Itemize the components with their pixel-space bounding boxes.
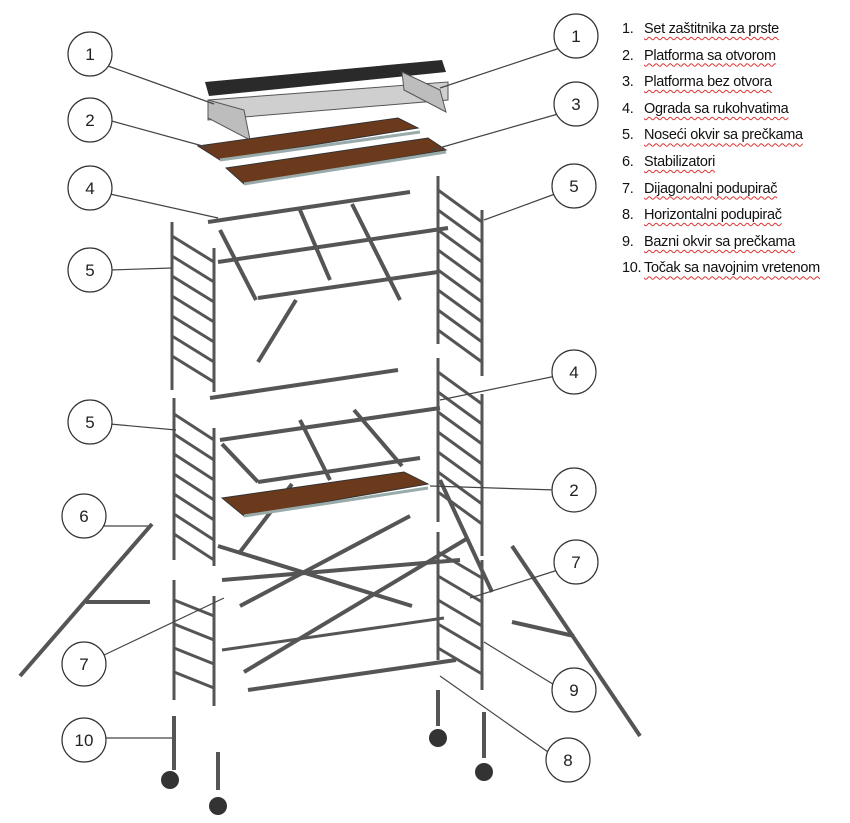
frame-lower-right [436, 358, 484, 556]
mid-platform [220, 471, 430, 518]
legend-number: 6. [622, 153, 634, 170]
legend-text: Točak sa navojnim vretenom [644, 260, 820, 277]
frame-upper-left [170, 222, 216, 392]
callout: 1 [67, 31, 113, 77]
frame-upper-right [436, 176, 484, 376]
legend-text: Ograda sa rukohvatima [644, 100, 789, 117]
guardrail-lower [209, 368, 441, 554]
top-platforms [196, 117, 448, 186]
svg-text:2: 2 [85, 111, 94, 130]
legend-item: 3. Platforma bez otvora [622, 69, 848, 96]
svg-text:3: 3 [571, 95, 580, 114]
callout: 4 [551, 349, 597, 395]
toe-board-set [205, 60, 449, 141]
stabilizer-left [18, 522, 154, 678]
svg-text:4: 4 [85, 179, 94, 198]
legend-item: 2. Platforma sa otvorom [622, 43, 848, 70]
legend-number: 2. [622, 47, 634, 64]
horizontal-brace [247, 658, 457, 692]
callout: 3 [553, 81, 599, 127]
legend-number: 5. [622, 127, 634, 144]
legend-item: 10.Točak sa navojnim vretenom [622, 255, 848, 282]
legend-text: Noseći okvir sa prečkama [644, 127, 803, 144]
legend-number: 10. [622, 260, 642, 277]
leader-lines [101, 47, 561, 753]
base-frame-right [221, 532, 484, 690]
svg-text:5: 5 [85, 261, 94, 280]
callout: 6 [61, 493, 107, 539]
legend-number: 9. [622, 233, 634, 250]
svg-text:6: 6 [79, 507, 88, 526]
svg-text:8: 8 [563, 751, 572, 770]
svg-text:4: 4 [569, 363, 578, 382]
legend-number: 4. [622, 100, 634, 117]
legend-item: 7. Dijagonalni podupirač [622, 176, 848, 203]
legend-number: 7. [622, 180, 634, 197]
svg-text:1: 1 [85, 45, 94, 64]
callout: 2 [67, 97, 113, 143]
callout: 5 [67, 247, 113, 293]
svg-text:7: 7 [79, 655, 88, 674]
legend-item: 4. Ograda sa rukohvatima [622, 96, 848, 123]
svg-text:7: 7 [571, 553, 580, 572]
callout: 2 [551, 467, 597, 513]
svg-text:1: 1 [571, 27, 580, 46]
svg-text:9: 9 [569, 681, 578, 700]
legend-number: 1. [622, 21, 634, 37]
guardrail-upper [207, 190, 449, 364]
base-frame-left [172, 580, 216, 706]
callout: 5 [551, 163, 597, 209]
callouts: 1 1 2 3 4 5 5 4 5 2 6 7 7 9 10 8 [61, 13, 599, 783]
legend-text: Bazni okvir sa prečkama [644, 233, 796, 250]
legend-number: 3. [622, 74, 634, 91]
legend-text: Set zaštitnika za prste [644, 21, 779, 37]
callout: 7 [61, 641, 107, 687]
legend-text: Platforma bez otvora [644, 74, 772, 91]
parts-legend: 1. Set zaštitnika za prste 2. Platforma sa… [622, 16, 848, 282]
svg-text:5: 5 [85, 413, 94, 432]
legend-item: 9. Bazni okvir sa prečkama [622, 229, 848, 256]
svg-text:10: 10 [75, 731, 94, 750]
legend-number: 8. [622, 207, 634, 224]
frame-lower-left [172, 398, 216, 566]
callout: 4 [67, 165, 113, 211]
callout: 10 [61, 717, 107, 763]
legend-text: Horizontalni podupirač [644, 207, 782, 224]
legend-text: Platforma sa otvorom [644, 47, 776, 64]
callout: 1 [553, 13, 599, 59]
callout: 9 [551, 667, 597, 713]
legend-text: Dijagonalni podupirač [644, 180, 778, 197]
castor-wheels [161, 690, 493, 815]
legend-text: Stabilizatori [644, 153, 716, 170]
callout: 8 [545, 737, 591, 783]
legend-item: 1. Set zaštitnika za prste [622, 16, 848, 43]
callout: 7 [553, 539, 599, 585]
legend-item: 6. Stabilizatori [622, 149, 848, 176]
svg-text:5: 5 [569, 177, 578, 196]
callout: 5 [67, 399, 113, 445]
legend-item: 5. Noseći okvir sa prečkama [622, 122, 848, 149]
legend-item: 8. Horizontalni podupirač [622, 202, 848, 229]
svg-text:2: 2 [569, 481, 578, 500]
